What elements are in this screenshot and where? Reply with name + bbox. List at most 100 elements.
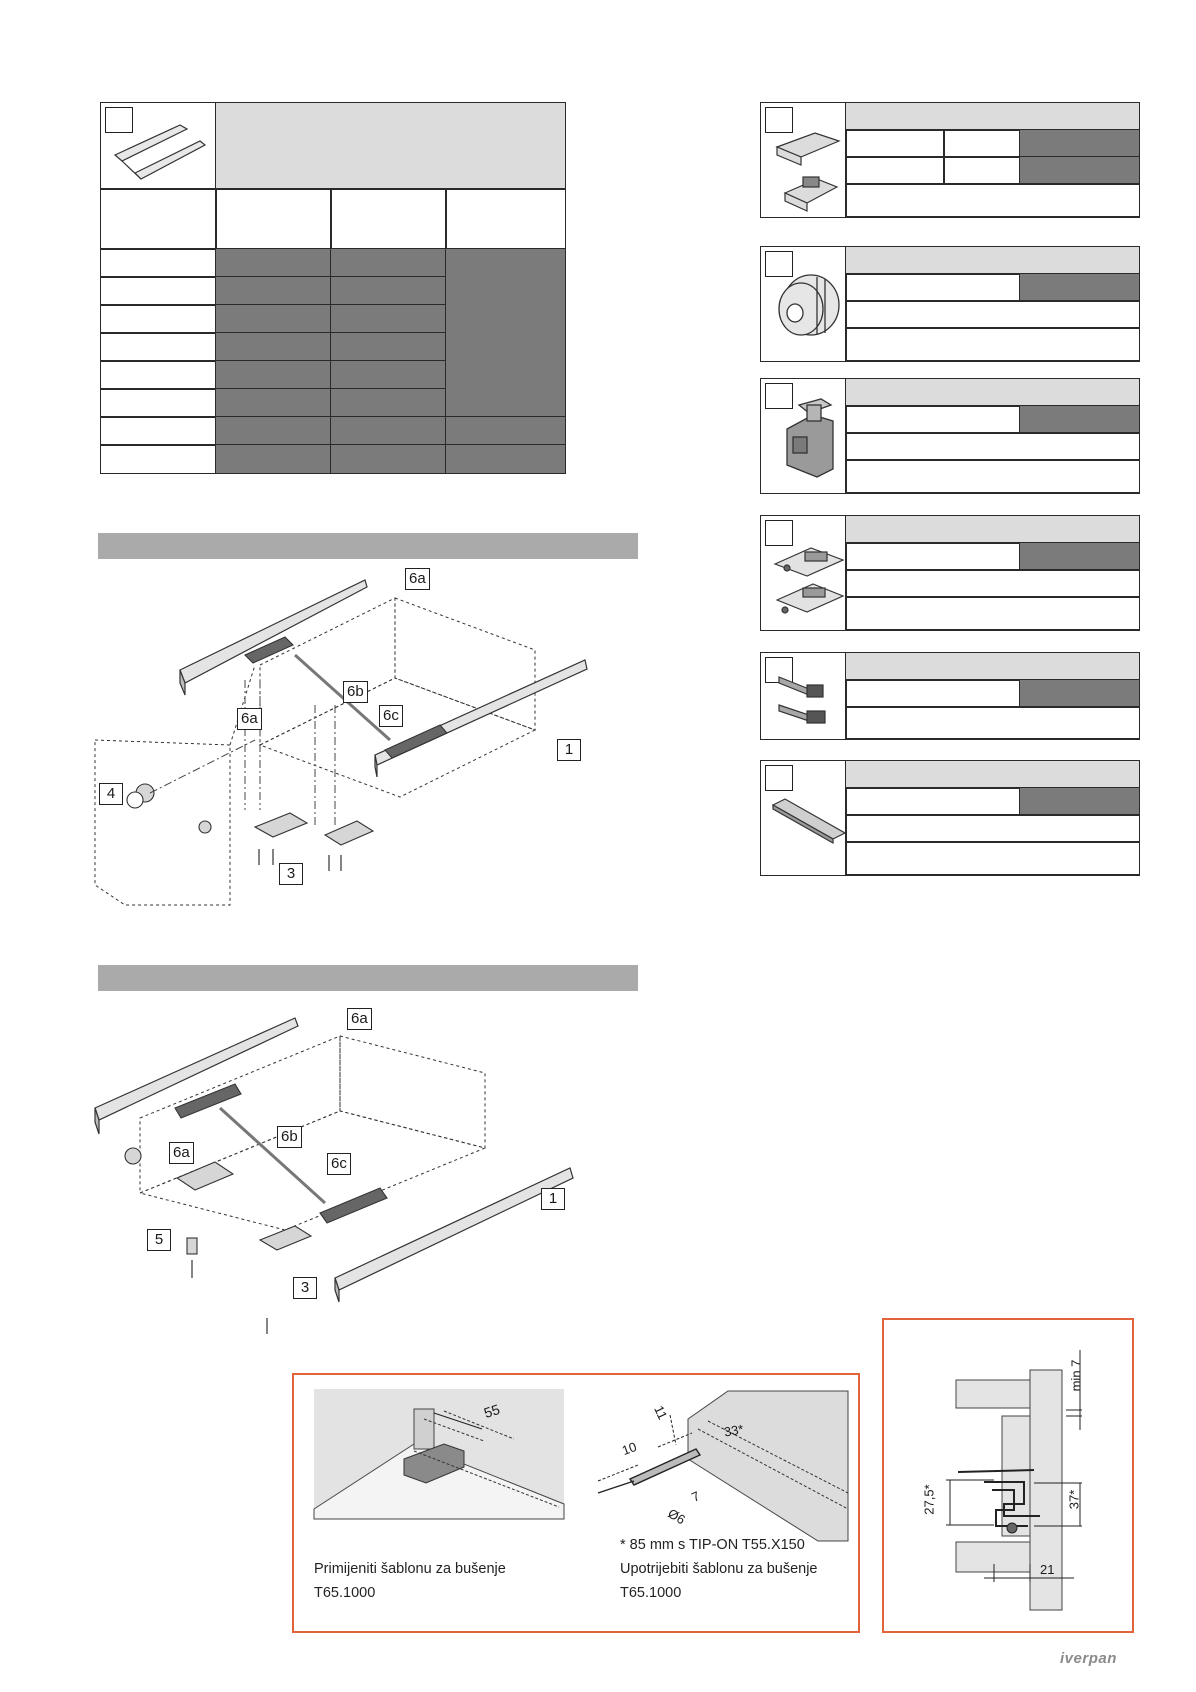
item-number-box (105, 107, 133, 133)
table-cell (330, 304, 447, 334)
item-number-box (765, 520, 793, 546)
table-row-label (100, 360, 217, 390)
drawer-assembly-drawing (94, 1017, 574, 1334)
table-subheader-cell (100, 188, 217, 250)
dim-27-5: 27,5* (921, 1484, 937, 1515)
callout-6a-left: 6a (169, 1142, 194, 1164)
table-merged-cell (445, 248, 566, 418)
mounting-plate-icon (773, 547, 845, 614)
table-row-label (100, 276, 217, 306)
table-cell (215, 248, 332, 278)
panel-header (845, 759, 1140, 789)
table-cell (445, 444, 566, 474)
panel-cell (943, 156, 1021, 185)
table-cell (215, 444, 332, 474)
table-body (100, 248, 566, 478)
table-header-light (215, 102, 566, 190)
drill-drawing (597, 1390, 849, 1542)
connector-rod-icon (778, 676, 826, 724)
spec-table (100, 102, 566, 478)
table-subheader-cell (215, 188, 332, 250)
table-cell (330, 444, 447, 474)
panel-header (845, 101, 1140, 131)
table-row-label (100, 444, 217, 474)
panel-cell (943, 129, 1021, 158)
callout-3: 3 (279, 863, 303, 885)
accessory-panel-2 (760, 245, 1140, 362)
panel-cell (1019, 787, 1140, 816)
table-cell (330, 276, 447, 306)
callout-3: 3 (293, 1277, 317, 1299)
panel-cell (845, 129, 945, 158)
panel-cell (1019, 405, 1140, 434)
runner-cross-section-drawing (946, 1350, 1082, 1611)
caption-left-line1: Primijeniti šablonu za bušenje (314, 1561, 506, 1577)
table-cell (445, 416, 566, 446)
runner-icon (113, 124, 207, 180)
table-cell (215, 304, 332, 334)
panel-cell (845, 679, 1021, 708)
table-cell (330, 332, 447, 362)
callout-6a-top: 6a (405, 568, 430, 590)
clip-icon (786, 398, 834, 478)
table-row-label (100, 416, 217, 446)
accessory-panel-4 (760, 514, 1140, 631)
table-subheader-cell (330, 188, 447, 250)
table-cell (330, 388, 447, 418)
dim-37: 37* (1066, 1489, 1082, 1510)
table-cell (215, 416, 332, 446)
panel-header (845, 651, 1140, 681)
callout-6b: 6b (343, 681, 368, 703)
panel-cell (845, 432, 1140, 461)
table-cell (330, 360, 447, 390)
accessory-panel-6 (760, 759, 1140, 876)
table-cell (215, 276, 332, 306)
accessory-panel-3 (760, 377, 1140, 494)
panel-cell (845, 300, 1140, 329)
item-number-box (765, 765, 793, 791)
table-cell (330, 248, 447, 278)
table-cell (215, 388, 332, 418)
panel-cell (845, 183, 1140, 217)
panel-cell (845, 569, 1140, 598)
caption-right-line2: Upotrijebiti šablonu za bušenje (620, 1561, 818, 1577)
panel-cell (845, 273, 1021, 302)
exploded-diagram-1: 6a 6a 6b 6c 1 4 3 (94, 565, 635, 915)
panel-cell (845, 706, 1140, 739)
adjuster-wheel-icon (778, 274, 840, 336)
panel-cell (845, 787, 1021, 816)
drilling-instructions-box: 55 11 10 33* 7 Ø6 Primijen (292, 1373, 860, 1633)
accessory-panel-5 (760, 651, 1140, 740)
panel-cell (845, 841, 1140, 875)
table-row-label (100, 332, 217, 362)
callout-1: 1 (541, 1188, 565, 1210)
panel-cell (1019, 273, 1140, 302)
dim-21: 21 (1040, 1562, 1055, 1577)
table-row-label (100, 248, 217, 278)
caption-left-line2: T65.1000 (314, 1585, 376, 1601)
panel-header (845, 514, 1140, 544)
exploded-diagram-2: 6a 6a 6b 6c 1 5 3 (94, 998, 635, 1343)
synchronisation-bar-icon (771, 798, 847, 845)
bracket-icon (775, 132, 841, 212)
item-number-box (765, 383, 793, 409)
panel-cell (845, 405, 1021, 434)
table-row-label (100, 388, 217, 418)
item-number-box (765, 251, 793, 277)
callout-5: 5 (147, 1229, 171, 1251)
panel-header (845, 377, 1140, 407)
table-subheader-cell (445, 188, 566, 250)
callout-4: 4 (99, 783, 123, 805)
callout-6b: 6b (277, 1126, 302, 1148)
drilling-position-image: 11 10 33* 7 Ø6 (597, 1389, 849, 1542)
panel-header (845, 245, 1140, 275)
callout-6c: 6c (379, 705, 403, 727)
panel-cell (845, 596, 1140, 630)
section-bar-1 (98, 533, 638, 559)
panel-cell (1019, 679, 1140, 708)
table-row-label (100, 304, 217, 334)
table-cell (215, 360, 332, 390)
panel-cell (1019, 542, 1140, 571)
panel-cell (1019, 156, 1140, 185)
panel-cell (1019, 129, 1140, 158)
